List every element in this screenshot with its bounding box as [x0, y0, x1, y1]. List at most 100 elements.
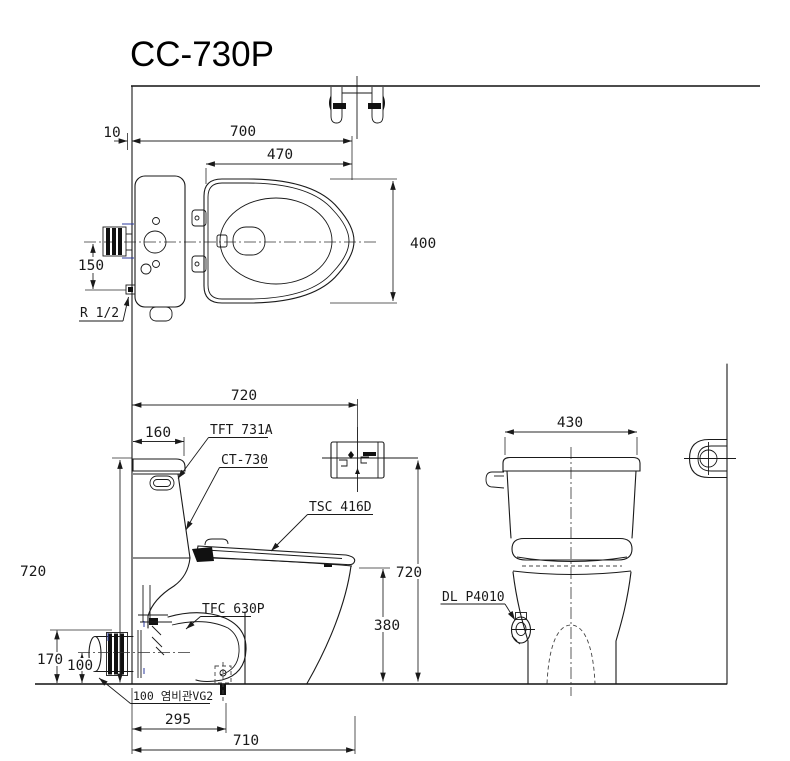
ct-leader	[185, 467, 220, 531]
dim-720-left: 720	[20, 564, 46, 580]
flush-valve-button-outer	[149, 475, 175, 491]
seat-hinge-block	[192, 547, 214, 562]
label-tft: TFT 731A	[210, 423, 273, 438]
seat-hinge-cover	[204, 538, 229, 546]
tft-leader	[177, 437, 209, 479]
label-r12: R 1/2	[80, 306, 119, 321]
hinge-pin-bottom	[194, 261, 200, 267]
bowl-opening	[219, 197, 333, 285]
wall-bracket-top-detail	[329, 76, 385, 139]
flush-valve-button-inner	[153, 479, 171, 487]
jet-area	[232, 226, 266, 256]
supply-hatch-1	[106, 228, 110, 255]
dim-470: 470	[267, 147, 293, 163]
dim-380: 380	[374, 618, 400, 634]
dim-400: 400	[410, 236, 436, 252]
tsc-leader	[270, 514, 308, 552]
dim-430: 430	[557, 415, 583, 431]
seat-hinge-plan-bottom	[191, 255, 207, 273]
bowl-front-curve	[306, 565, 352, 685]
dim-170: 170	[37, 652, 63, 668]
tank-lid-front	[502, 456, 641, 472]
dim-700: 700	[230, 124, 256, 140]
tank-front-edge	[177, 473, 191, 559]
bowl-rim-front	[512, 570, 632, 575]
tank-lid-side	[132, 458, 186, 472]
bracket-bolt-left	[333, 103, 346, 109]
dl-fitting-cap	[515, 612, 527, 620]
label-tsc: TSC 416D	[309, 500, 372, 515]
tank-left-side	[506, 470, 512, 539]
pipe-leader	[98, 677, 131, 704]
wall-socket-side-detail	[684, 438, 736, 479]
dim-160: 160	[145, 425, 171, 441]
bracket-bolt-right	[368, 103, 381, 109]
front-view: 430 DL P4010	[440, 415, 641, 696]
bracket-clip-right	[371, 87, 384, 124]
dim-295: 295	[165, 712, 191, 728]
drawing-title: CC-730P	[130, 35, 274, 74]
bracket-slot	[363, 452, 376, 456]
pipe-hatch-1	[108, 633, 112, 675]
supply-hatch-2	[112, 228, 116, 255]
bowl-rear-curve	[147, 557, 191, 629]
label-tfc: TFC 630P	[202, 602, 265, 617]
label-dl: DL P4010	[442, 590, 505, 605]
label-pipe: 100 염비관VG2	[133, 689, 213, 703]
spud-bolt	[149, 618, 158, 625]
seat-bumper	[324, 564, 332, 567]
tank-valve-hole	[143, 230, 167, 254]
flush-handle-plan	[149, 306, 173, 322]
seat-underline	[516, 556, 628, 562]
hinge-bolt-plan	[216, 234, 228, 248]
dl-fitting-outer	[510, 616, 532, 644]
hinge-pin-top	[194, 215, 200, 221]
seat-split-line	[205, 549, 343, 559]
supply-hatch-3	[118, 228, 122, 255]
seat-hinge-plan-top	[191, 209, 207, 227]
floor-bolt	[220, 684, 226, 695]
dl-leader	[504, 603, 516, 621]
seat-ring-outline	[207, 182, 350, 300]
label-ct: CT-730	[221, 453, 268, 468]
tank-right-side	[631, 470, 637, 539]
bracket-hook-left	[339, 459, 348, 467]
trap-horn-outer	[167, 612, 247, 683]
bowl-right-side	[615, 571, 632, 685]
tank-supply-hole	[140, 263, 152, 275]
bracket-hook-right	[360, 456, 369, 464]
seat-lid-side	[196, 545, 356, 566]
top-view-dimensions: 10 700 470 400 150 R 1/2	[74, 124, 436, 322]
seat-lid-outline	[203, 178, 355, 304]
side-view	[78, 458, 356, 702]
reference-lines	[35, 85, 760, 685]
dim-100: 100	[67, 658, 93, 674]
bowl-rim-side	[210, 557, 353, 567]
bracket-clip-left	[330, 87, 343, 124]
dl-fitting-inner	[515, 622, 527, 636]
tfc-leader	[185, 616, 201, 630]
tank-bolt-hole-top	[152, 217, 160, 225]
pipe-hatch-2	[114, 633, 118, 675]
dim-10: 10	[103, 125, 120, 141]
side-view-dimensions: 720 160 720 720 380 170 100 295 710 TFT …	[20, 388, 426, 754]
r12-inlet-box	[125, 284, 136, 295]
tank-bolt-hole-bottom	[152, 260, 160, 268]
flush-lever	[485, 471, 505, 489]
bracket-shade-left	[329, 95, 331, 111]
dim-720-right: 720	[396, 565, 422, 581]
top-view	[84, 175, 378, 322]
pipe-flange-outline	[106, 632, 128, 676]
wall-bracket-front-detail	[322, 427, 418, 492]
r12-leader	[122, 296, 130, 322]
supply-fitting-outline	[102, 226, 127, 257]
trap-arch-hidden	[546, 624, 596, 684]
trap-horn-inner	[171, 621, 240, 676]
seat-front	[511, 537, 633, 561]
dim-720h: 720	[231, 388, 257, 404]
r12-inlet-fill	[128, 287, 133, 292]
dim-150: 150	[78, 258, 104, 274]
dim-710: 710	[233, 733, 259, 749]
